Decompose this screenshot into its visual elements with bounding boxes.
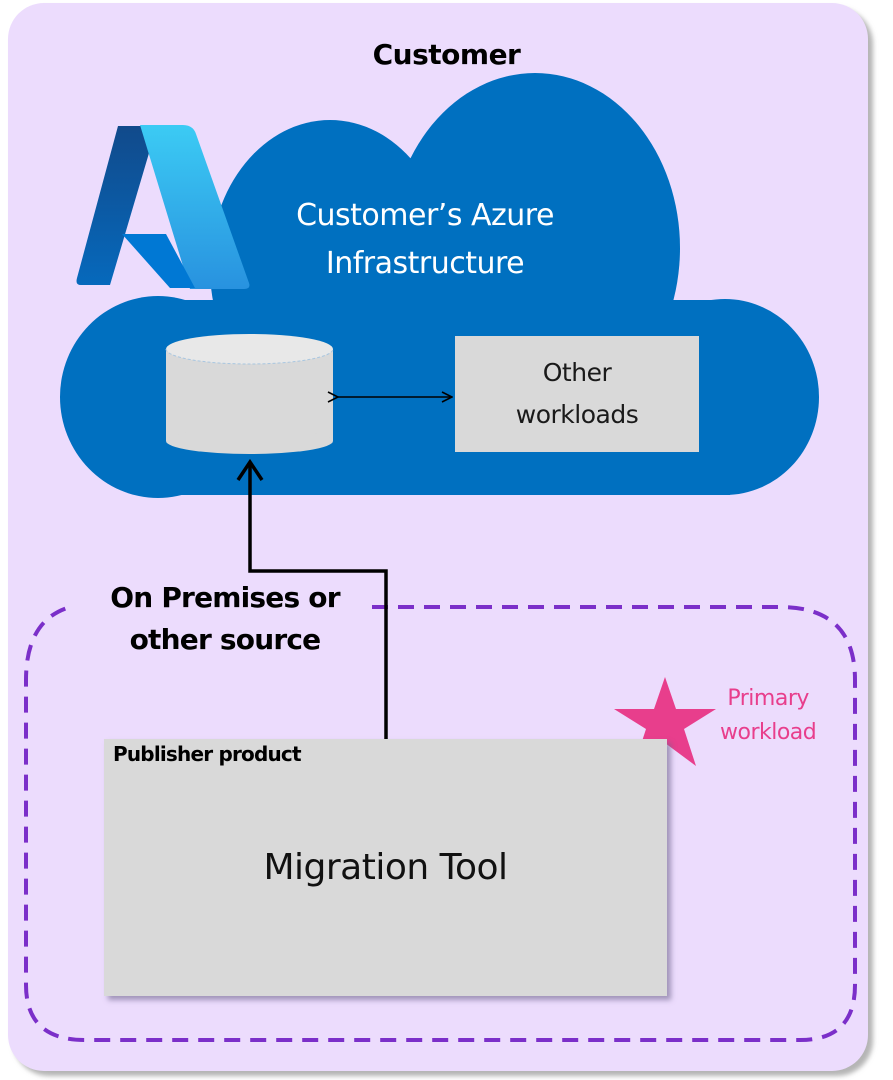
publisher-product-box: Publisher product Migration Tool <box>104 739 667 996</box>
star-icon <box>614 677 716 766</box>
on-premises-boundary <box>24 605 857 1042</box>
customer-title: Customer <box>372 38 521 71</box>
on-premises-line2: other source <box>129 623 322 656</box>
database-icon <box>165 334 334 454</box>
cloud-title-line2: Infrastructure <box>325 246 525 281</box>
migration-tool-label: Migration Tool <box>263 847 508 888</box>
primary-workload-label: Primary workload <box>720 682 817 750</box>
azure-logo-icon <box>76 125 250 289</box>
other-workloads-line1: Other <box>542 358 612 387</box>
migration-flow-arrow <box>236 458 388 739</box>
cloud-title-line1: Customer’s Azure <box>296 198 554 233</box>
primary-workload-line1: Primary <box>727 686 809 711</box>
on-premises-label: On Premises or other source <box>80 577 370 661</box>
primary-workload-line2: workload <box>720 720 817 745</box>
publisher-product-label: Publisher product <box>113 742 302 766</box>
cloud-title: Customer’s Azure Infrastructure <box>230 192 620 288</box>
other-workloads-box: Other workloads <box>455 336 699 452</box>
on-premises-line1: On Premises or <box>110 581 340 614</box>
other-workloads-line2: workloads <box>515 400 639 429</box>
